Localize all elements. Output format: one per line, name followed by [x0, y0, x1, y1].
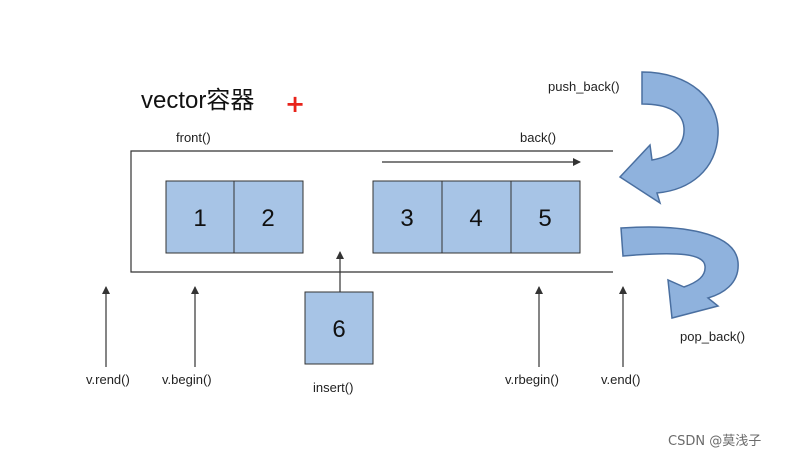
pop-back-label: pop_back() — [680, 329, 746, 344]
push-back-label: push_back() — [548, 79, 620, 94]
begin-label: v.begin() — [162, 372, 212, 387]
cell-4-value: 4 — [469, 205, 483, 232]
cell-3 — [372, 180, 443, 254]
rend-label: v.rend() — [86, 372, 130, 387]
rbegin-label: v.rbegin() — [505, 372, 559, 387]
cell-5-value: 5 — [538, 205, 552, 232]
cell-6 — [304, 291, 374, 365]
cell-5 — [510, 180, 581, 254]
cell-1 — [165, 180, 235, 254]
push-back-curved-arrow — [618, 71, 719, 205]
cell-2 — [233, 180, 304, 254]
cell-1-value: 1 — [193, 205, 207, 232]
cell-6-value: 6 — [332, 316, 346, 343]
plus-mark: + — [285, 90, 306, 118]
cell-2-value: 2 — [261, 205, 275, 232]
cell-3-value: 3 — [400, 205, 414, 232]
watermark: CSDN @莫浅子 — [668, 434, 762, 449]
pop-back-curved-arrow — [620, 226, 739, 319]
back-label: back() — [520, 130, 557, 145]
vector-container-outline — [130, 150, 613, 273]
diagram-title: vector容器 — [141, 87, 255, 114]
insert-label: insert() — [313, 380, 354, 395]
front-label: front() — [176, 130, 211, 145]
end-label: v.end() — [601, 372, 641, 387]
cell-4 — [441, 180, 512, 254]
